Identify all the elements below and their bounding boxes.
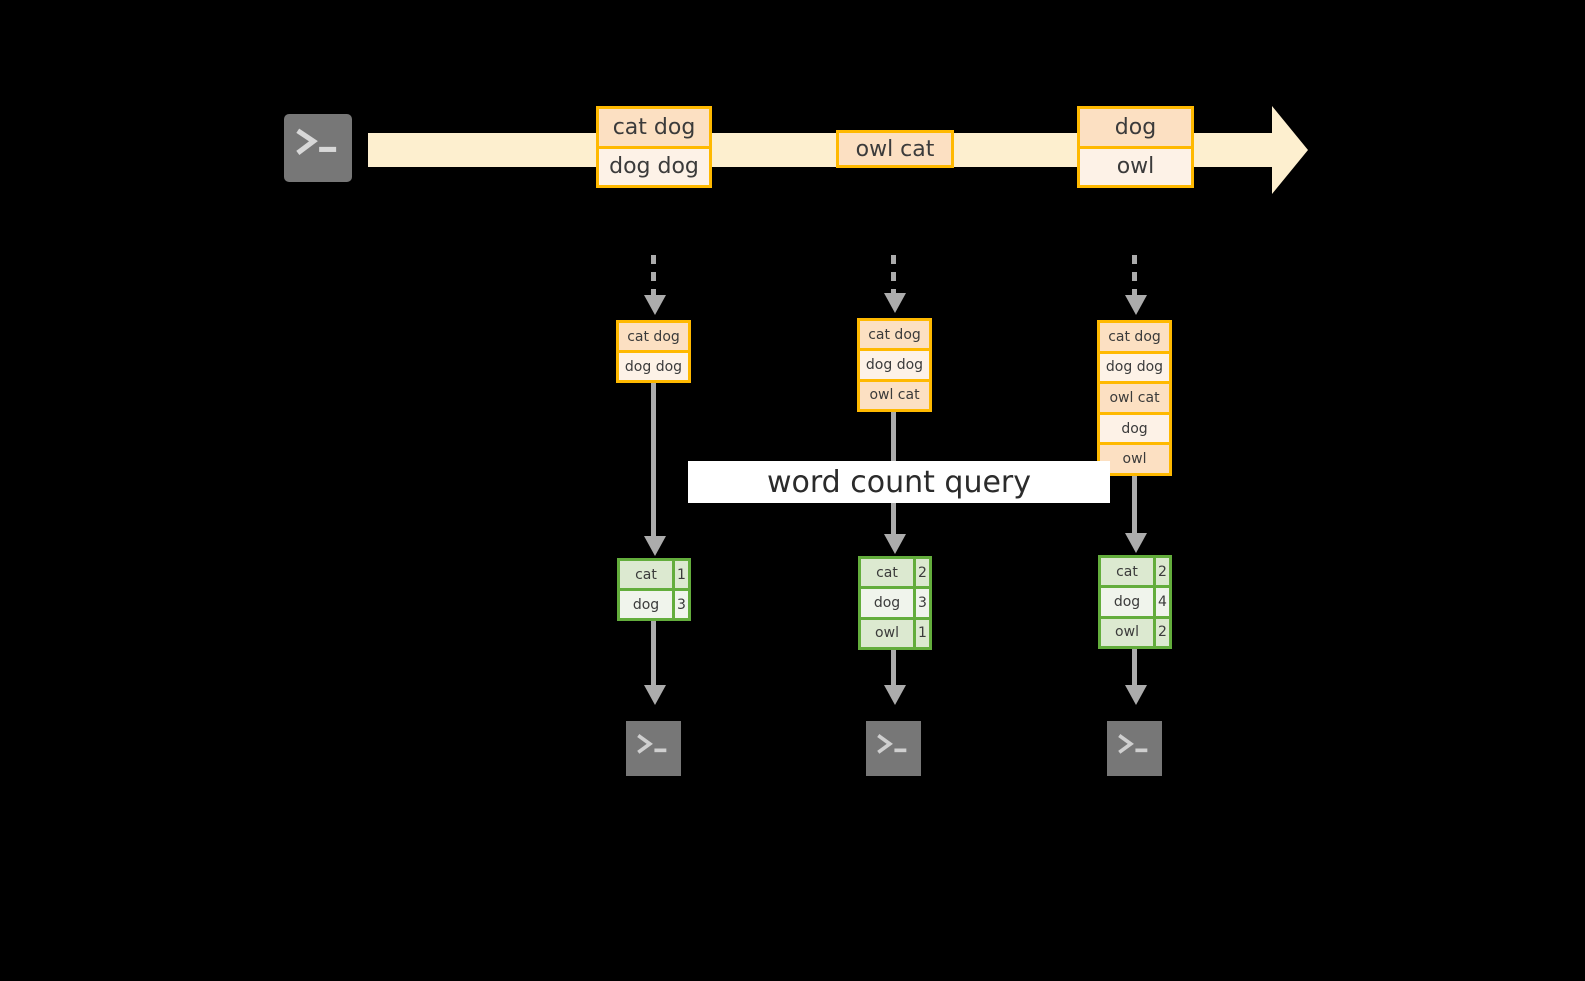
count-value: 4 bbox=[1153, 588, 1169, 616]
count-value: 3 bbox=[913, 589, 929, 617]
stream-arrow-head bbox=[1272, 106, 1308, 194]
snapshot-1-query-line bbox=[651, 383, 656, 538]
snapshot-input-line: owl cat bbox=[860, 378, 929, 409]
stream-record-3[interactable]: dog owl bbox=[1077, 106, 1194, 188]
snapshot-input-line: cat dog bbox=[619, 323, 688, 350]
snapshot-input-line: owl bbox=[1100, 442, 1169, 473]
count-word: cat bbox=[620, 561, 672, 588]
count-row: cat 2 bbox=[1101, 558, 1169, 586]
record-line: cat dog bbox=[599, 109, 709, 146]
snapshot-1-tap-arrowhead bbox=[644, 295, 666, 315]
count-word: cat bbox=[861, 559, 913, 587]
count-value: 1 bbox=[672, 561, 688, 588]
terminal-prompt-glyph bbox=[877, 734, 907, 754]
count-value: 3 bbox=[672, 591, 688, 618]
terminal-prompt-glyph bbox=[296, 128, 337, 155]
snapshot-2-tap-arrowhead bbox=[884, 293, 906, 313]
snapshot-input-line: cat dog bbox=[1100, 323, 1169, 351]
snapshot-3-sink-line bbox=[1132, 649, 1137, 687]
snapshot-input-line: dog dog bbox=[619, 350, 688, 380]
record-line: owl bbox=[1080, 145, 1191, 185]
snapshot-1-tap-line bbox=[651, 255, 656, 297]
snapshot-1-query-arrowhead bbox=[644, 536, 666, 556]
count-value: 2 bbox=[1153, 558, 1169, 586]
count-row: owl 2 bbox=[1101, 615, 1169, 646]
count-row: dog 3 bbox=[620, 588, 688, 618]
snapshot-3-query-line bbox=[1132, 476, 1137, 535]
snapshot-2-query-arrowhead bbox=[884, 534, 906, 554]
snapshot-input-line: dog dog bbox=[1100, 350, 1169, 382]
terminal-prompt-glyph bbox=[637, 734, 667, 754]
snapshot-1-sink-line bbox=[651, 621, 656, 687]
snapshot-3-input-table[interactable]: cat dog dog dog owl cat dog owl bbox=[1097, 320, 1172, 476]
record-line: dog dog bbox=[599, 145, 709, 185]
stream-record-2[interactable]: owl cat bbox=[836, 130, 954, 168]
snapshot-1-input-table[interactable]: cat dog dog dog bbox=[616, 320, 691, 383]
count-word: cat bbox=[1101, 558, 1153, 586]
snapshot-3-sink-arrowhead bbox=[1125, 685, 1147, 705]
snapshot-2-input-table[interactable]: cat dog dog dog owl cat bbox=[857, 318, 932, 412]
query-banner-label: word count query bbox=[766, 464, 1032, 500]
count-value: 2 bbox=[913, 559, 929, 587]
record-line: owl cat bbox=[839, 133, 951, 165]
snapshot-2-sink-arrowhead bbox=[884, 685, 906, 705]
count-value: 1 bbox=[913, 619, 929, 647]
count-word: owl bbox=[861, 619, 913, 647]
snapshot-2-tap-line bbox=[891, 255, 896, 295]
count-row: cat 1 bbox=[620, 561, 688, 588]
snapshot-1-sink-terminal-icon[interactable] bbox=[620, 715, 687, 782]
snapshot-3-tap-arrowhead bbox=[1125, 295, 1147, 315]
snapshot-input-line: cat dog bbox=[860, 321, 929, 349]
count-value: 2 bbox=[1153, 618, 1169, 646]
snapshot-input-line: owl cat bbox=[1100, 381, 1169, 412]
count-row: dog 3 bbox=[861, 586, 929, 617]
count-word: dog bbox=[620, 591, 672, 618]
snapshot-input-line: dog bbox=[1100, 411, 1169, 443]
terminal-prompt-glyph bbox=[1118, 734, 1148, 754]
count-word: dog bbox=[1101, 588, 1153, 616]
snapshot-2-sink-line bbox=[891, 650, 896, 687]
snapshot-3-query-arrowhead bbox=[1125, 533, 1147, 553]
snapshot-1-count-table[interactable]: cat 1 dog 3 bbox=[617, 558, 691, 621]
source-terminal-icon[interactable] bbox=[275, 105, 361, 191]
count-row: cat 2 bbox=[861, 559, 929, 587]
snapshot-2-count-table[interactable]: cat 2 dog 3 owl 1 bbox=[858, 556, 932, 650]
stream-record-1[interactable]: cat dog dog dog bbox=[596, 106, 712, 188]
record-line: dog bbox=[1080, 109, 1191, 146]
snapshot-2-sink-terminal-icon[interactable] bbox=[860, 715, 927, 782]
count-word: dog bbox=[861, 589, 913, 617]
count-row: owl 1 bbox=[861, 616, 929, 647]
count-word: owl bbox=[1101, 618, 1153, 646]
snapshot-1-sink-arrowhead bbox=[644, 685, 666, 705]
snapshot-3-sink-terminal-icon[interactable] bbox=[1101, 715, 1168, 782]
count-row: dog 4 bbox=[1101, 585, 1169, 616]
query-banner: word count query bbox=[688, 461, 1110, 503]
snapshot-3-tap-line bbox=[1132, 255, 1137, 297]
snapshot-input-line: dog dog bbox=[860, 348, 929, 379]
snapshot-3-count-table[interactable]: cat 2 dog 4 owl 2 bbox=[1098, 555, 1172, 649]
